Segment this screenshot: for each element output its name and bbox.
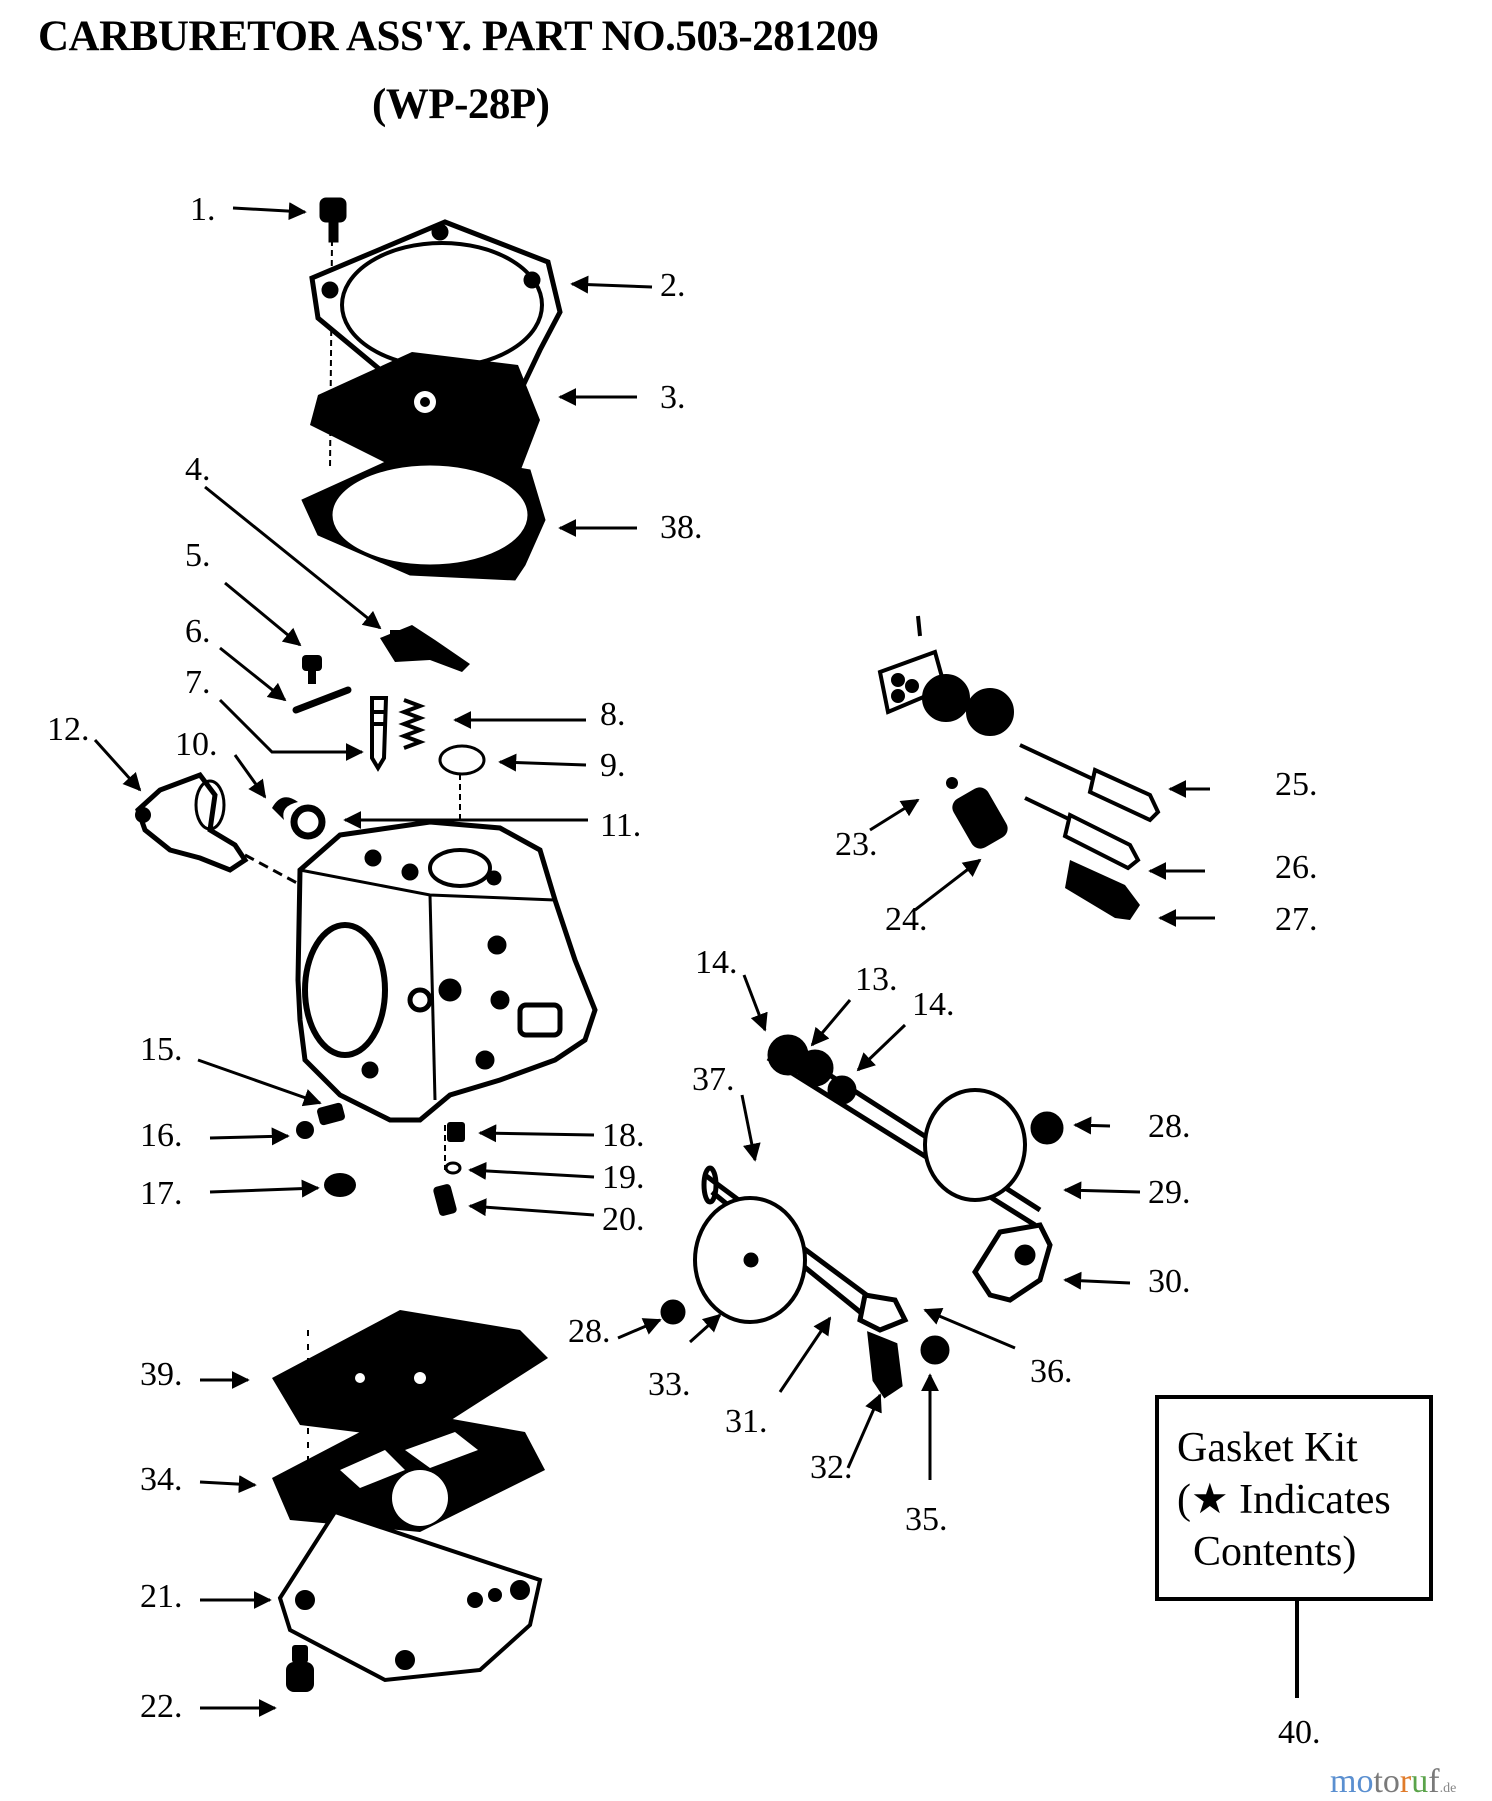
part-label-20: 20. (602, 1201, 645, 1238)
part-label-37: 37. (692, 1061, 735, 1098)
part-cover-2 (309, 219, 563, 403)
part-label-8: 8. (600, 696, 626, 733)
part-pin-6 (292, 686, 352, 714)
part-label-16: 16. (140, 1117, 183, 1154)
part-carburetor-body (295, 819, 598, 1170)
part-label-29: 29. (1148, 1174, 1191, 1211)
part-label-28-right: 28. (1148, 1108, 1191, 1145)
part-label-3: 3. (660, 379, 686, 416)
part-needle-27 (1065, 860, 1140, 920)
part-gasket-34 (272, 1410, 545, 1532)
part-label-28-left: 28. (568, 1313, 611, 1350)
part-label-1: 1. (190, 191, 216, 228)
part-ball-16 (296, 1121, 314, 1139)
part-labels: 1. 2. 3. 38. 4. 5. 6. 7. 8. 9. 10. 11. 1… (47, 191, 1321, 1751)
part-label-11: 11. (600, 807, 641, 844)
leader-arrows (93, 202, 1215, 1717)
part-fitting-12 (135, 772, 311, 892)
part-gasket-38 (301, 449, 546, 581)
part-label-12: 12. (47, 711, 90, 748)
part-throttle-shaft-assembly (660, 1165, 950, 1399)
gasket-kit-box: Gasket Kit (★ Indicates Contents) (1155, 1395, 1433, 1601)
part-bracket-23 (877, 615, 1014, 736)
part-label-4: 4. (185, 451, 211, 488)
part-screen-17 (324, 1173, 356, 1197)
gasket-kit-title: Gasket Kit (1177, 1425, 1358, 1471)
part-label-23: 23. (835, 826, 878, 863)
part-label-17: 17. (140, 1175, 183, 1212)
part-label-7: 7. (185, 664, 211, 701)
part-label-24: 24. (885, 901, 928, 938)
part-label-13: 13. (855, 961, 898, 998)
part-label-36: 36. (1030, 1353, 1073, 1390)
part-label-2: 2. (660, 267, 686, 304)
part-gasket-39 (272, 1310, 548, 1440)
part-label-14-left: 14. (695, 944, 738, 981)
part-label-39: 39. (140, 1356, 183, 1393)
gasket-kit-note-line1: (★ Indicates (1177, 1477, 1391, 1523)
part-cover-21 (277, 1330, 543, 1683)
part-needle-25 (1019, 743, 1161, 823)
part-screw-5 (302, 655, 322, 684)
part-fitting-22 (286, 1645, 314, 1692)
part-label-6: 6. (185, 613, 211, 650)
part-label-34: 34. (140, 1461, 183, 1498)
part-label-18: 18. (602, 1117, 645, 1154)
part-label-25: 25. (1275, 766, 1318, 803)
part-washer-19 (444, 1161, 462, 1175)
part-label-15: 15. (140, 1031, 183, 1068)
part-label-19: 19. (602, 1159, 645, 1196)
part-diaphragm-3 (310, 352, 540, 490)
part-label-40: 40. (1278, 1714, 1321, 1751)
part-choke-shaft-assembly (766, 1034, 1064, 1303)
part-spring-24 (946, 777, 1008, 849)
part-label-32: 32. (810, 1449, 853, 1486)
part-label-10: 10. (175, 726, 218, 763)
part-label-30: 30. (1148, 1263, 1191, 1300)
part-label-22: 22. (140, 1688, 183, 1725)
part-label-14-right: 14. (912, 986, 955, 1023)
part-label-38: 38. (660, 509, 703, 546)
part-spring-20 (433, 1184, 457, 1216)
part-metering-lever-4 (380, 625, 470, 672)
part-label-5: 5. (185, 537, 211, 574)
part-spring-8 (398, 698, 426, 750)
part-label-26: 26. (1275, 849, 1318, 886)
part-label-27: 27. (1275, 901, 1318, 938)
model-code: (WP-28P) (372, 81, 550, 128)
gasket-kit-note-line2: Contents) (1193, 1529, 1357, 1575)
part-needle-7 (370, 696, 389, 772)
part-label-33: 33. (648, 1366, 691, 1403)
part-label-9: 9. (600, 747, 626, 784)
part-label-21: 21. (140, 1578, 183, 1615)
part-plug-15 (317, 1102, 345, 1126)
watermark-logo: motoruf.de (1330, 1763, 1457, 1800)
part-clip-10 (272, 797, 298, 820)
diagram-title: CARBURETOR ASS'Y. PART NO.503-281209 (38, 13, 879, 60)
part-label-35: 35. (905, 1501, 948, 1538)
part-plug-18 (447, 1122, 465, 1142)
part-seat-11 (290, 804, 326, 840)
part-label-31: 31. (725, 1403, 768, 1440)
part-needle-26 (1024, 796, 1141, 871)
